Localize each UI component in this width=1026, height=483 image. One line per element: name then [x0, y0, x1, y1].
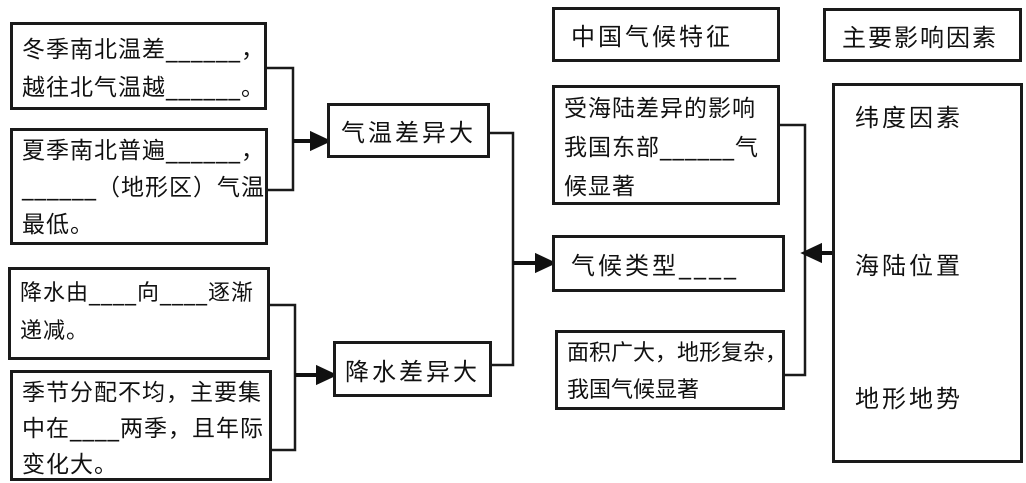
rain-trend-line-2: 递减。 — [20, 319, 90, 344]
factor-latitude: 纬度因素 — [855, 104, 963, 132]
bracket-rain-left — [269, 303, 297, 452]
arrow-from-factors-head — [800, 242, 822, 264]
arrow-to-rain-diff-head — [316, 364, 338, 386]
complex-terrain-box: 面积广大，地形复杂， 我国气候显著 — [555, 330, 785, 410]
rain-season-line-1: 季节分配不均，主要集 — [22, 380, 262, 406]
rain-season-line-2: 中在____两季，且年际 — [22, 416, 264, 442]
summer-temp-line-3: 最低。 — [22, 212, 94, 238]
factor-sea-land-position: 海陆位置 — [855, 252, 963, 280]
summer-temp-line-1: 夏季南北普遍______， — [22, 138, 265, 164]
diagram-title-label: 中国气候特征 — [571, 23, 733, 51]
monsoon-climate-box: 受海陆差异的影响 我国东部______气 候显著 — [552, 85, 780, 205]
temp-difference-label: 气温差异大 — [341, 119, 476, 147]
rain-season-line-3: 变化大。 — [22, 452, 118, 478]
temp-difference-box: 气温差异大 — [327, 103, 490, 158]
factors-title-box: 主要影响因素 — [823, 8, 1022, 62]
summer-temp-line-2: ______（地形区）气温 — [22, 175, 265, 201]
monsoon-line-1: 受海陆差异的影响 — [564, 96, 756, 122]
bracket-middle — [489, 131, 515, 367]
rain-difference-box: 降水差异大 — [333, 341, 492, 397]
climate-type-box: 气候类型____ — [552, 235, 785, 292]
rain-trend-box: 降水由____向____逐渐 递减。 — [8, 267, 270, 360]
summer-temp-box: 夏季南北普遍______， ______（地形区）气温 最低。 — [10, 128, 268, 245]
arrow-to-climate-type-head — [535, 252, 557, 274]
complex-terrain-line-1: 面积广大，地形复杂， — [567, 341, 785, 366]
climate-type-label: 气候类型____ — [571, 252, 739, 280]
bracket-temp-left — [266, 66, 295, 192]
winter-temp-line-2: 越往北气温越______。 — [22, 75, 265, 101]
rain-trend-line-1: 降水由____向____逐渐 — [20, 281, 255, 306]
complex-terrain-line-2: 我国气候显著 — [567, 378, 700, 403]
monsoon-line-3: 候显著 — [564, 174, 636, 200]
factors-list-box: 纬度因素 海陆位置 地形地势 — [832, 83, 1023, 463]
winter-temp-box: 冬季南北温差______， 越往北气温越______。 — [10, 22, 267, 110]
diagram-title-box: 中国气候特征 — [552, 7, 780, 62]
winter-temp-line-1: 冬季南北温差______， — [22, 37, 265, 63]
rain-season-box: 季节分配不均，主要集 中在____两季，且年际 变化大。 — [10, 370, 272, 481]
arrow-to-temp-diff-head — [310, 130, 332, 152]
factors-title-label: 主要影响因素 — [842, 23, 998, 52]
rain-difference-label: 降水差异大 — [345, 357, 480, 386]
factor-terrain: 地形地势 — [855, 385, 963, 413]
monsoon-line-2: 我国东部______气 — [564, 135, 759, 161]
